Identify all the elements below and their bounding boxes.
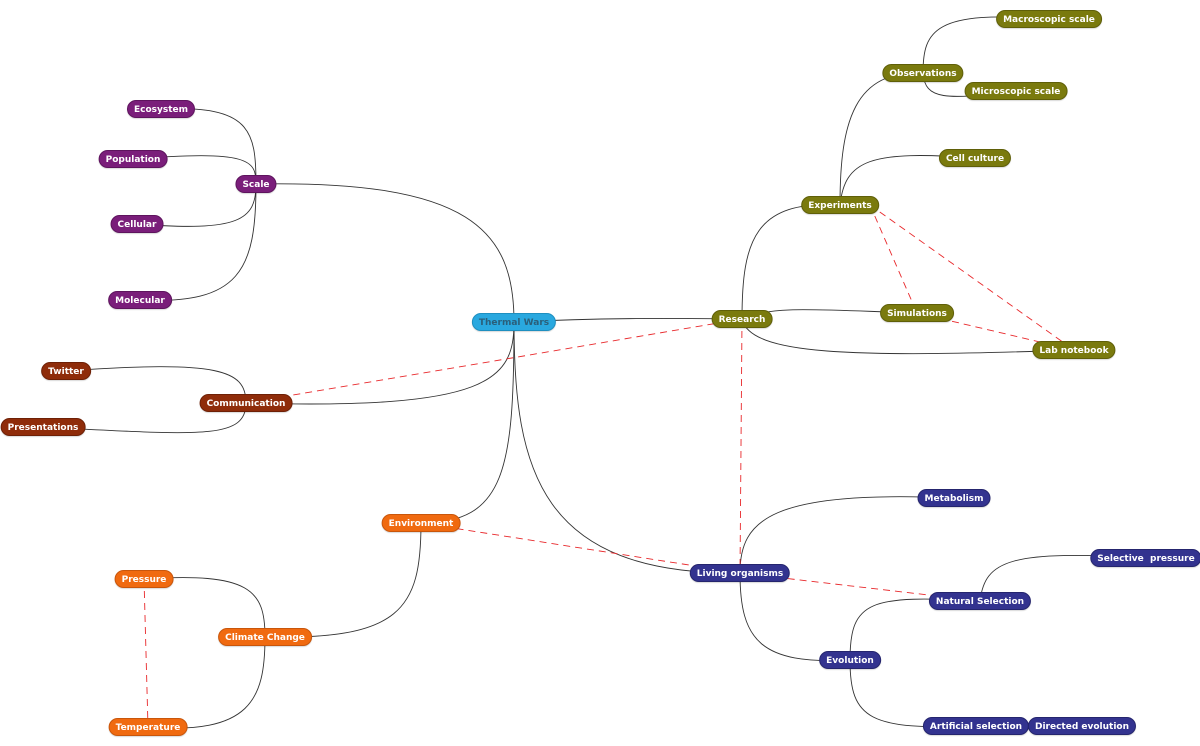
link-climate-temperature bbox=[147, 636, 266, 729]
node-lab-notebook[interactable]: Lab notebook bbox=[1032, 341, 1116, 359]
link-communication-presentations bbox=[42, 402, 247, 434]
link-communication-twitter bbox=[65, 366, 247, 404]
node-macroscopic-scale[interactable]: Macroscopic scale bbox=[996, 10, 1102, 28]
link-root-environment bbox=[420, 321, 515, 524]
node-twitter[interactable]: Twitter bbox=[41, 362, 91, 380]
node-cell-culture[interactable]: Cell culture bbox=[938, 149, 1012, 167]
node-cellular[interactable]: Cellular bbox=[110, 215, 164, 233]
link-scale-cellular bbox=[136, 183, 257, 227]
link-experiments-observations bbox=[839, 72, 924, 206]
link-root-living-organisms bbox=[513, 321, 741, 574]
crosslink-experiments-lab-notebook bbox=[869, 204, 1075, 351]
link-root-communication bbox=[245, 321, 515, 405]
node-evolution[interactable]: Evolution bbox=[819, 651, 881, 669]
link-research-experiments bbox=[741, 204, 841, 320]
crosslink-experiments-simulations bbox=[869, 204, 918, 314]
node-thermal-wars[interactable]: Thermal Wars bbox=[471, 313, 557, 331]
node-living-organisms[interactable]: Living organisms bbox=[689, 564, 791, 582]
link-research-lab-notebook bbox=[741, 318, 1075, 355]
crosslink-pressure-temperature bbox=[143, 578, 149, 728]
link-climate-pressure bbox=[143, 577, 266, 638]
node-natural-selection[interactable]: Natural Selection bbox=[928, 592, 1032, 610]
node-simulations[interactable]: Simulations bbox=[880, 304, 954, 322]
link-environment-climate-change bbox=[264, 522, 422, 638]
node-temperature[interactable]: Temperature bbox=[108, 718, 188, 736]
node-climate-change[interactable]: Climate Change bbox=[218, 628, 312, 646]
node-ecosystem[interactable]: Ecosystem bbox=[126, 100, 196, 118]
node-observations[interactable]: Observations bbox=[882, 64, 964, 82]
link-scale-ecosystem bbox=[160, 108, 257, 185]
node-population[interactable]: Population bbox=[98, 150, 168, 168]
node-directed-evolution[interactable]: Directed evolution bbox=[1027, 717, 1137, 735]
crosslink-research-living-organisms bbox=[739, 318, 743, 574]
link-root-scale bbox=[255, 183, 515, 323]
node-communication[interactable]: Communication bbox=[199, 394, 293, 412]
node-experiments[interactable]: Experiments bbox=[801, 196, 879, 214]
link-living-metabolism bbox=[739, 496, 955, 574]
node-microscopic-scale[interactable]: Microscopic scale bbox=[964, 82, 1068, 100]
link-scale-molecular bbox=[139, 183, 257, 301]
node-environment[interactable]: Environment bbox=[381, 514, 461, 532]
link-living-evolution bbox=[739, 572, 851, 662]
crosslink-environment-living-organisms bbox=[420, 522, 741, 574]
node-presentations[interactable]: Presentations bbox=[0, 418, 86, 436]
node-selective-pressure[interactable]: Selective pressure bbox=[1090, 549, 1200, 567]
node-scale[interactable]: Scale bbox=[235, 175, 277, 193]
node-pressure[interactable]: Pressure bbox=[114, 570, 174, 588]
node-artificial-selection[interactable]: Artificial selection bbox=[922, 717, 1030, 735]
node-metabolism[interactable]: Metabolism bbox=[917, 489, 991, 507]
node-research[interactable]: Research bbox=[711, 310, 773, 328]
node-molecular[interactable]: Molecular bbox=[108, 291, 172, 309]
